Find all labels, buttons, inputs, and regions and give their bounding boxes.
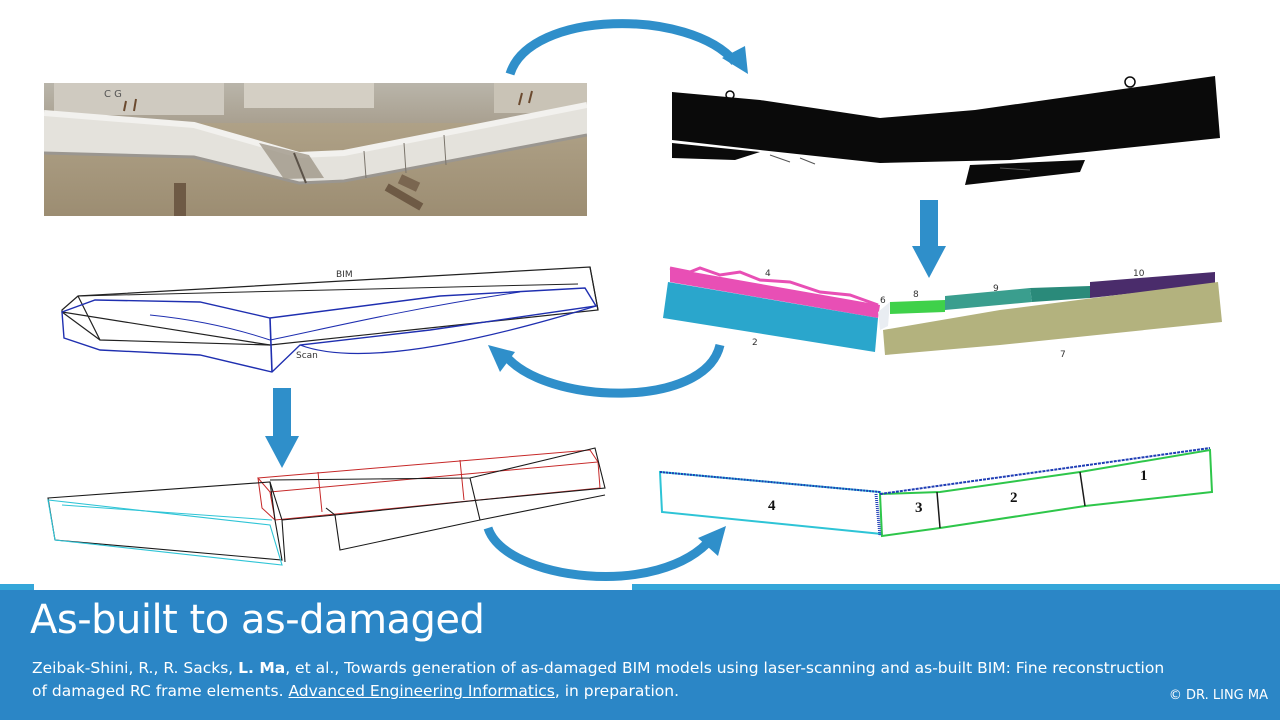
bim-label: BIM (336, 270, 353, 280)
seg-label-8: 8 (913, 290, 919, 300)
segmentation-figure: 4 6 8 9 10 2 7 (663, 268, 1222, 360)
labelled-segments-figure: 4 3 2 1 (660, 448, 1212, 536)
curved-arrow-top (510, 24, 748, 74)
copyright: © DR. LING MA (1169, 688, 1268, 703)
citation: Zeibak-Shini, R., R. Sacks, L. Ma, et al… (32, 657, 1182, 703)
citation-journal-link[interactable]: Advanced Engineering Informatics (288, 682, 554, 700)
seg-label-7: 7 (1060, 350, 1066, 360)
slide-title: As-built to as-damaged (30, 597, 484, 643)
segment-label-2: 2 (1010, 490, 1018, 506)
down-arrow-left (265, 388, 299, 468)
citation-highlight-author: L. Ma (238, 659, 285, 677)
seg-label-9: 9 (993, 284, 999, 294)
figure-layer: 4 6 8 9 10 2 7 BIM Scan (0, 0, 1280, 590)
point-cloud-figure (672, 76, 1220, 185)
citation-authors: Zeibak-Shini, R., R. Sacks, (32, 659, 238, 677)
seg-label-4: 4 (765, 269, 771, 279)
curved-arrow-middle (488, 345, 720, 393)
seg-label-10: 10 (1133, 269, 1145, 279)
segment-label-1: 1 (1140, 468, 1148, 484)
seg-label-6: 6 (880, 296, 886, 306)
seg-label-2: 2 (752, 338, 758, 348)
wireframe-figure (48, 448, 605, 565)
down-arrow-right (912, 200, 946, 278)
curved-arrow-bottom (488, 526, 726, 576)
scan-label: Scan (296, 351, 318, 361)
citation-status: , in preparation. (555, 682, 679, 700)
bim-scan-overlay-figure: BIM Scan (62, 267, 598, 372)
segment-label-4: 4 (768, 498, 776, 514)
segment-label-3: 3 (915, 500, 923, 516)
